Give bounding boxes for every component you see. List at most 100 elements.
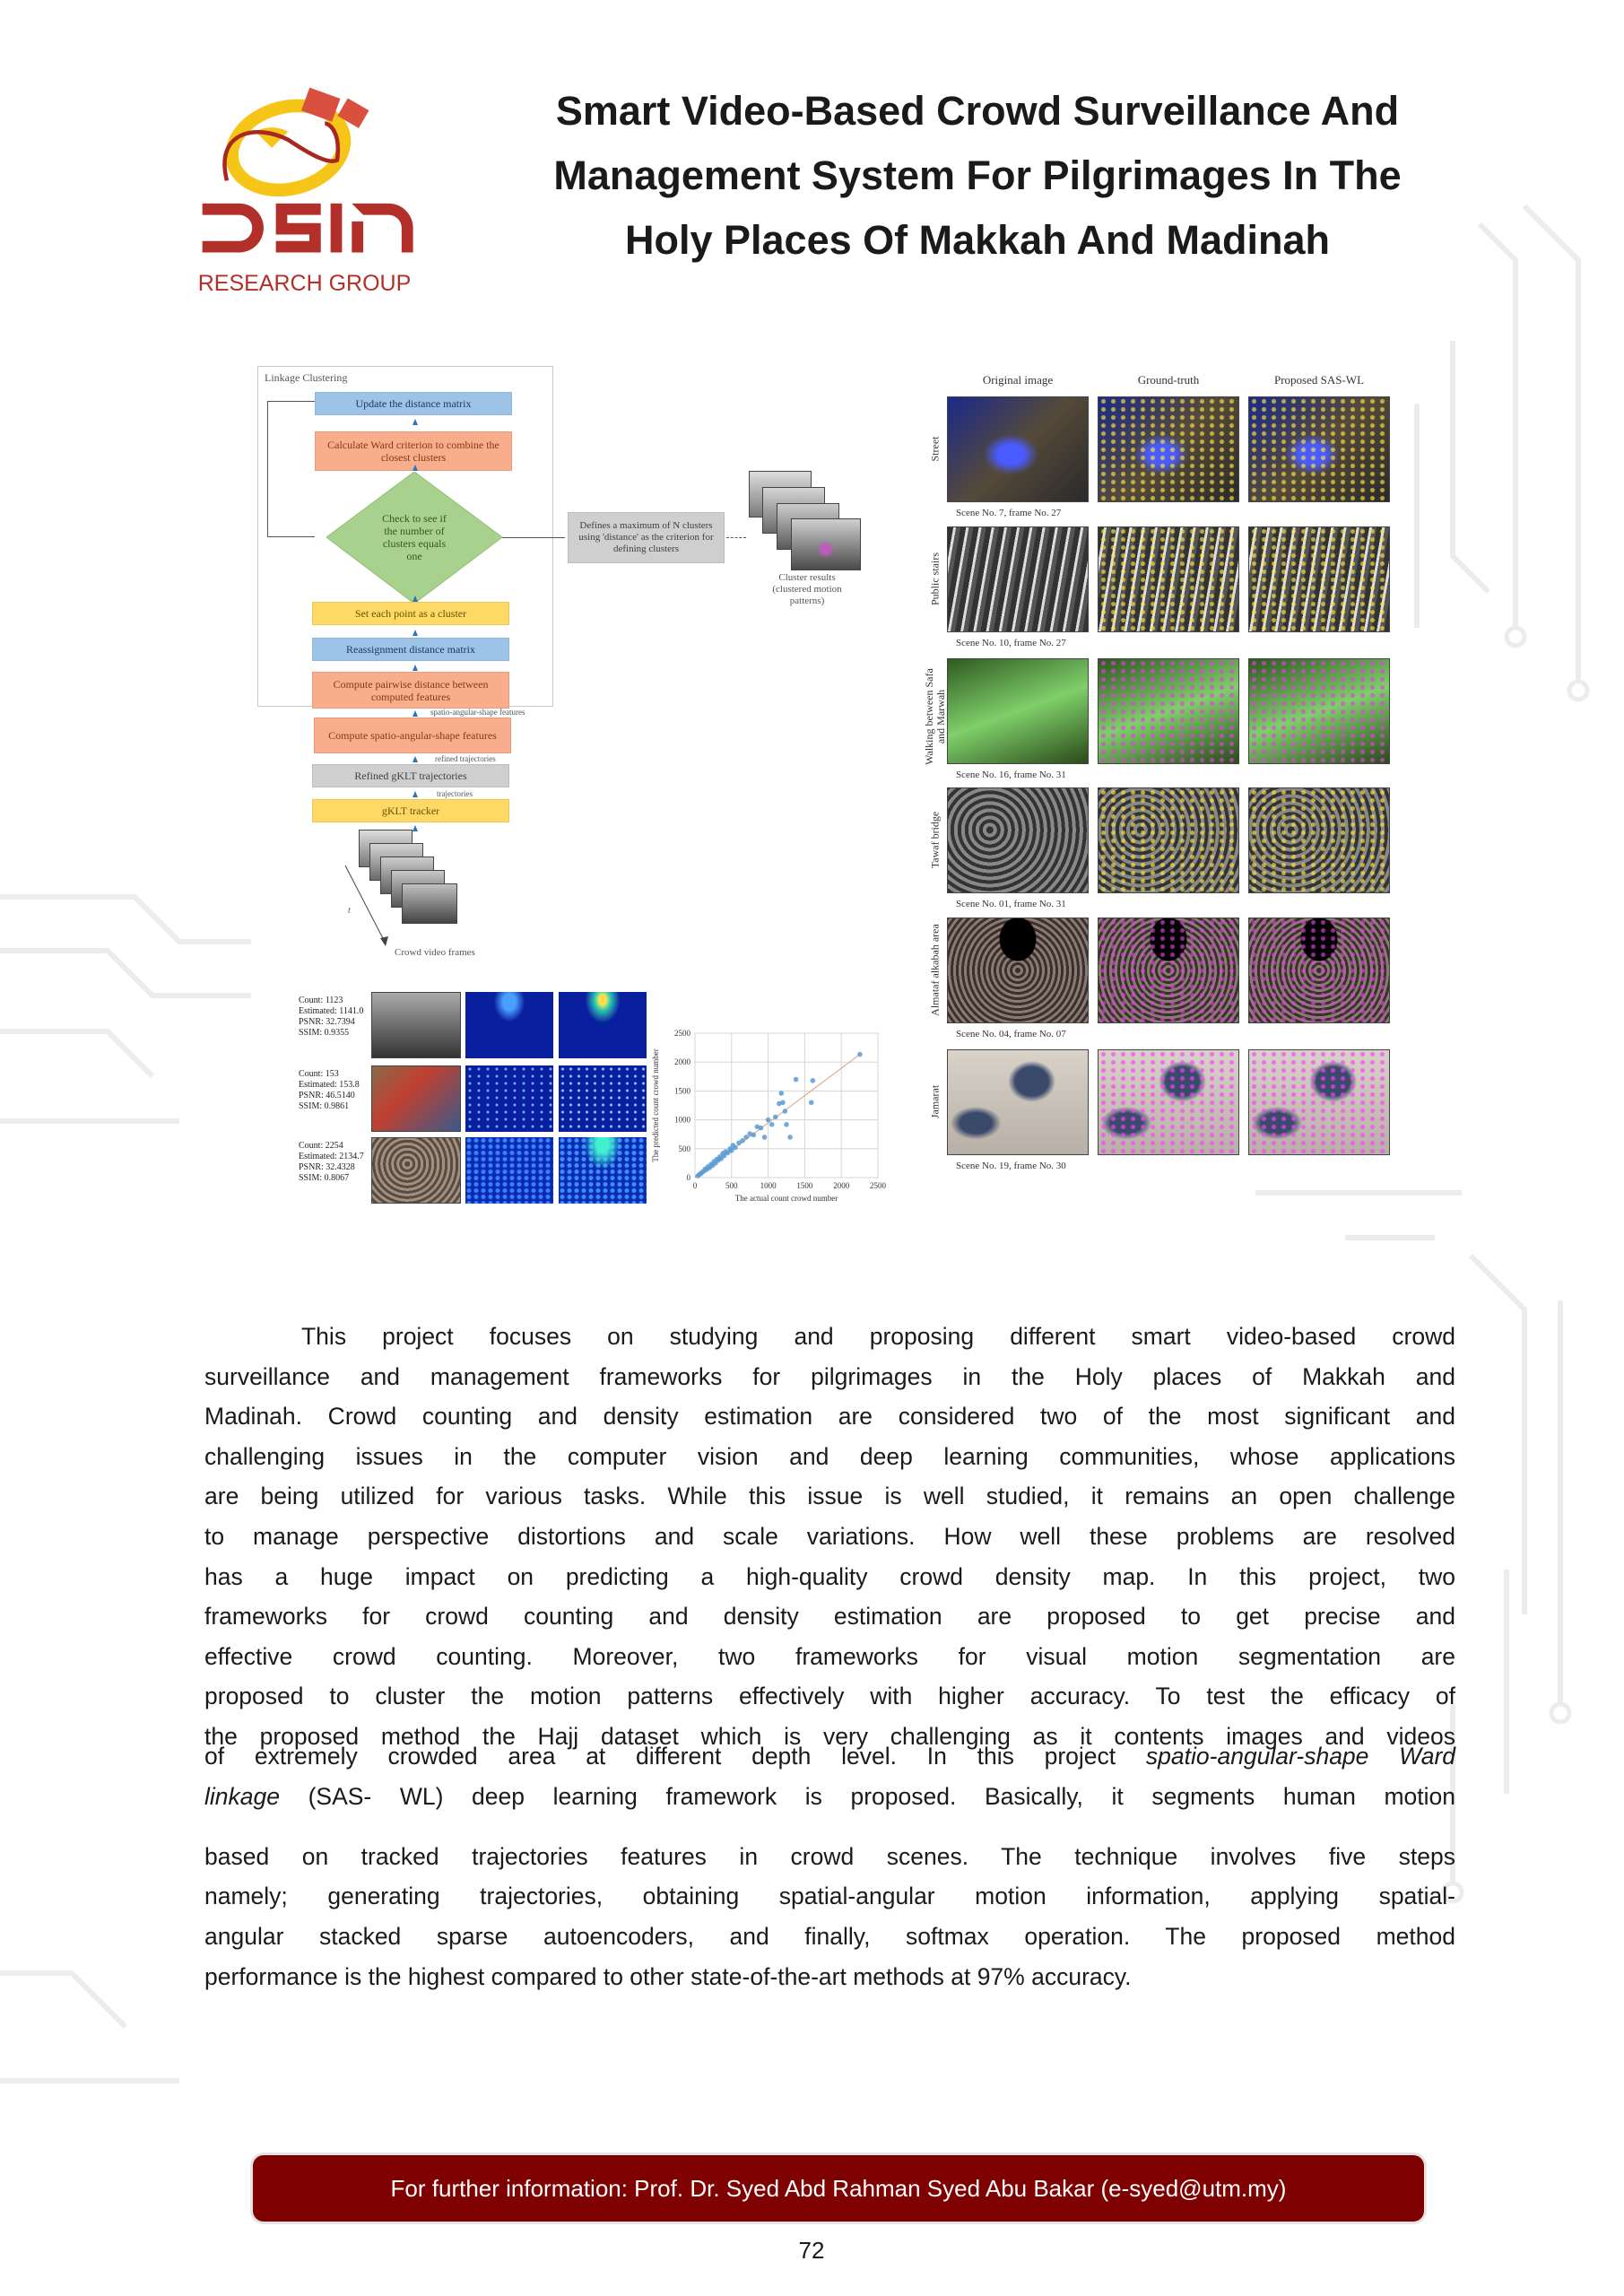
method-name-italic: spatio-angular-shape Ward xyxy=(1145,1743,1456,1770)
stat-ssim: SSIM: 0.9355 xyxy=(299,1028,350,1038)
step-check-clusters: Check to see if the number of clusters e… xyxy=(382,512,447,562)
y-tick-label: 0 xyxy=(687,1173,691,1182)
row-label-tawaf-bridge: Tawaf bridge xyxy=(928,811,942,869)
connector-line xyxy=(726,537,746,538)
body-line-4: challenging issues in the computer visio… xyxy=(204,1442,1455,1470)
original-image xyxy=(947,658,1089,764)
data-point xyxy=(729,1147,734,1153)
original-image xyxy=(947,526,1089,632)
stat-psnr: PSNR: 32.7394 xyxy=(299,1017,355,1027)
y-tick-label: 500 xyxy=(679,1144,691,1153)
data-point xyxy=(721,1152,727,1159)
data-point xyxy=(758,1125,764,1131)
cluster-results-caption: Cluster results (clustered motion patter… xyxy=(772,572,842,606)
body-line-3: Madinah. Crowd counting and density esti… xyxy=(204,1403,1455,1431)
arrow-up-icon xyxy=(413,419,418,425)
data-point xyxy=(733,1144,738,1151)
row-label-jamarat: Jamarat xyxy=(928,1084,942,1119)
ground-truth-image xyxy=(1098,396,1239,502)
decision-diamond xyxy=(326,472,502,604)
time-axis-arrow-icon xyxy=(344,865,388,946)
step-update-distance: Update the distance matrix xyxy=(315,392,512,415)
body-line-6: to manage perspective distortions and sc… xyxy=(204,1523,1455,1550)
x-axis-label: The actual count crowd number xyxy=(735,1194,838,1203)
proposed-image xyxy=(1248,1049,1390,1155)
connector-line xyxy=(502,537,565,538)
ground-truth-image xyxy=(1098,658,1239,764)
data-point xyxy=(740,1137,745,1144)
step-sas-features: Compute spatio-angular-shape features xyxy=(314,718,511,753)
arrow-up-icon xyxy=(413,710,418,717)
data-point xyxy=(736,1140,742,1146)
data-point xyxy=(808,1100,814,1106)
y-tick-label: 1000 xyxy=(674,1116,691,1125)
crowd-image xyxy=(371,1137,461,1204)
edge-label-features: spatio-angular-shape features xyxy=(430,708,525,717)
y-axis-label: The predicted count crowd number xyxy=(651,1048,660,1161)
method-name-italic: linkage xyxy=(204,1782,280,1810)
original-image xyxy=(947,396,1089,502)
data-point xyxy=(769,1121,775,1127)
y-tick-label: 2000 xyxy=(674,1057,691,1066)
original-image xyxy=(947,1049,1089,1155)
step-set-point-cluster: Set each point as a cluster xyxy=(312,602,509,625)
time-axis-label: t xyxy=(348,906,351,916)
body-line-5: are being utilized for various tasks. Wh… xyxy=(204,1483,1455,1510)
dsip-logo: RESEARCH GROUP xyxy=(190,81,419,305)
page-number: 72 xyxy=(798,2237,825,2264)
y-tick-label: 1500 xyxy=(674,1086,691,1095)
arrow-up-icon xyxy=(413,756,418,762)
step-reassignment: Reassignment distance matrix xyxy=(312,638,509,661)
arrow-up-icon xyxy=(413,465,418,471)
logo-subtitle: RESEARCH GROUP xyxy=(197,271,412,296)
proposed-image xyxy=(1248,526,1390,632)
ground-truth-image xyxy=(1098,918,1239,1023)
column-header-original: Original image xyxy=(982,373,1054,387)
y-tick-label: 2500 xyxy=(674,1029,691,1038)
contact-text: For further information: Prof. Dr. Syed … xyxy=(390,2174,1287,2202)
body-line-15: namely; generating trajectories, obtaini… xyxy=(204,1883,1455,1910)
loop-line xyxy=(267,401,315,537)
ground-truth-image xyxy=(1098,787,1239,893)
stat-estimated: Estimated: 153.8 xyxy=(299,1080,360,1090)
arrow-up-icon xyxy=(413,791,418,797)
step-gklt-tracker: gKLT tracker xyxy=(312,799,509,822)
page-title-line-2: Management System For Pilgrimages In The xyxy=(553,152,1402,198)
data-point xyxy=(743,1135,749,1140)
data-point xyxy=(725,1150,731,1156)
body-line-10: proposed to cluster the motion patterns … xyxy=(204,1683,1455,1710)
stat-estimated: Estimated: 2134.7 xyxy=(299,1152,364,1161)
stat-count: Count: 153 xyxy=(299,1069,339,1079)
ground-truth-density-map xyxy=(465,1137,553,1204)
scene-caption: Scene No. 19, frame No. 30 xyxy=(956,1161,1066,1171)
body-line-9: effective crowd counting. Moreover, two … xyxy=(204,1642,1455,1670)
data-point xyxy=(793,1076,799,1083)
contact-footer: For further information: Prof. Dr. Syed … xyxy=(253,2155,1424,2222)
edge-label-refined: refined trajectories xyxy=(435,754,496,763)
stat-psnr: PSNR: 46.5140 xyxy=(299,1091,355,1100)
body-line-12: of extremely crowded area at different d… xyxy=(204,1743,1456,1770)
data-point xyxy=(761,1135,768,1140)
body-line-16: angular stacked sparse autoencoders, and… xyxy=(204,1923,1455,1950)
linkage-clustering-label: Linkage Clustering xyxy=(265,371,348,384)
scene-caption: Scene No. 01, frame No. 31 xyxy=(956,899,1066,909)
body-line-1: This project focuses on studying and pro… xyxy=(301,1323,1455,1350)
proposed-image xyxy=(1248,787,1390,893)
scene-caption: Scene No. 04, frame No. 07 xyxy=(956,1029,1066,1039)
video-frames-caption: Crowd video frames xyxy=(395,947,475,958)
data-point xyxy=(765,1117,771,1123)
body-line-14: based on tracked trajectories features i… xyxy=(204,1842,1455,1870)
row-label-safa-marwah: Walking between Safa and Marwah xyxy=(923,668,947,765)
stat-ssim: SSIM: 0.8067 xyxy=(299,1173,350,1183)
scene-caption: Scene No. 7, frame No. 27 xyxy=(956,508,1062,518)
ground-truth-density-map xyxy=(465,992,553,1058)
arrow-up-icon xyxy=(413,630,418,636)
x-tick-label: 2500 xyxy=(870,1181,887,1190)
row-label-public-stairs: Public stairs xyxy=(928,552,942,605)
data-point xyxy=(780,1100,786,1106)
stat-estimated: Estimated: 1141.0 xyxy=(299,1006,364,1016)
stat-count: Count: 1123 xyxy=(299,996,343,1005)
